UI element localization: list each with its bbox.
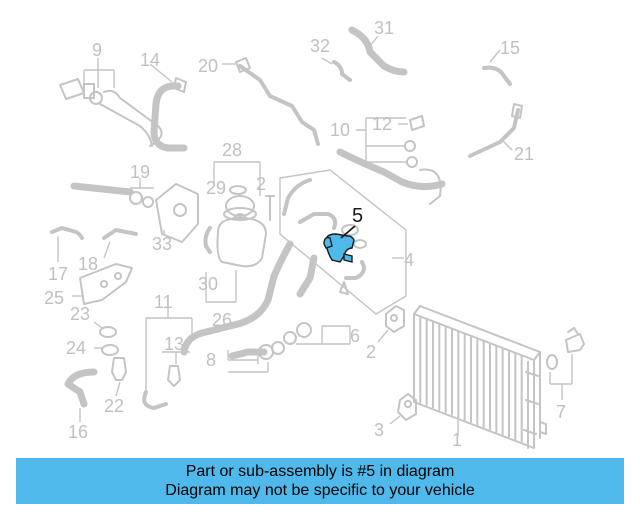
callout-26: 26	[212, 310, 232, 330]
leader-22	[115, 381, 121, 397]
part-10-hoses	[336, 140, 446, 205]
callout-10: 10	[330, 120, 350, 140]
callout-1: 1	[452, 430, 462, 450]
callout-7: 7	[556, 402, 566, 422]
part-2-bolt-upper	[265, 195, 275, 221]
part-14-hose	[150, 77, 188, 152]
callout-24: 24	[66, 338, 86, 358]
part-32-hose	[332, 60, 352, 82]
callout-11: 11	[154, 292, 173, 312]
callout-16: 16	[68, 422, 88, 442]
info-line-disclaimer: Diagram may not be specific to your vehi…	[165, 482, 475, 499]
callout-30: 30	[198, 274, 218, 294]
callout-20: 20	[198, 56, 218, 76]
leader-5	[340, 225, 356, 239]
leader-32	[321, 57, 333, 65]
callout-12: 12	[372, 114, 392, 134]
callout-22: 22	[104, 396, 124, 416]
leader-2-lower	[377, 329, 389, 343]
callout-13: 13	[164, 334, 184, 354]
callout-17: 17	[48, 264, 68, 284]
callout-15: 15	[500, 38, 520, 58]
callout-2-lower: 2	[366, 342, 376, 362]
part-1-radiator	[413, 305, 547, 449]
part-4-assembly-box	[279, 169, 407, 315]
part-30-reservoir	[216, 213, 267, 268]
leader-19	[130, 178, 154, 189]
leader-11	[145, 308, 193, 390]
part-11-hose	[142, 390, 168, 410]
leader-30	[205, 270, 237, 303]
part-7-sensor	[546, 327, 585, 370]
callout-28: 28	[222, 140, 242, 160]
callout-23: 23	[70, 304, 90, 324]
callout-29: 29	[206, 178, 226, 198]
leader-7	[549, 354, 573, 400]
leader-23	[93, 321, 103, 329]
leader-28	[213, 161, 261, 196]
callout-18: 18	[78, 254, 98, 274]
part-18-hose	[102, 228, 138, 240]
parts-diagram: 9 14 20 32 31 15 19 28 29 2 12 10 21 33 …	[44, 18, 585, 450]
callout-2-upper: 2	[256, 174, 266, 194]
callout-5-highlighted: 5	[352, 205, 363, 227]
leader-9	[83, 58, 115, 88]
leader-15	[489, 49, 501, 63]
part-24-clip	[101, 344, 119, 356]
leader-18	[103, 241, 111, 259]
callout-14: 14	[140, 50, 160, 70]
callout-8: 8	[206, 350, 216, 370]
callout-3: 3	[374, 420, 384, 440]
leader-21	[501, 139, 513, 151]
part-3-mount	[397, 393, 417, 421]
leader-10	[356, 117, 406, 163]
part-13-sensor	[167, 365, 181, 387]
callout-4: 4	[404, 250, 414, 270]
part-31-hose	[348, 26, 408, 76]
info-line-part-number: Part or sub-assembly is #5 in diagram	[185, 463, 455, 480]
part-20-pipe	[235, 57, 320, 146]
part-17-hose	[50, 226, 84, 240]
part-hose-30b	[203, 226, 212, 254]
part-23-clip	[99, 326, 117, 338]
part-25-bracket	[79, 263, 133, 305]
callout-9: 9	[92, 40, 102, 60]
part-15-hose	[482, 65, 512, 86]
info-bar: Part or sub-assembly is #5 in diagram Di…	[16, 458, 624, 504]
callout-31: 31	[374, 18, 394, 38]
callout-21: 21	[514, 144, 534, 164]
parts-diagram-svg: 9 14 20 32 31 15 19 28 29 2 12 10 21 33 …	[44, 18, 585, 450]
radiator-fins	[419, 315, 523, 443]
callout-labels: 9 14 20 32 31 15 19 28 29 2 12 10 21 33 …	[44, 18, 566, 450]
part-33-housing	[155, 183, 199, 243]
part-2-bracket-lower	[385, 305, 405, 333]
part-26-hose	[180, 240, 294, 356]
part-19-pipe	[70, 182, 154, 208]
leader-8	[227, 350, 269, 373]
callout-6: 6	[350, 326, 360, 346]
part-6-pipe	[283, 254, 318, 345]
part-29-seal	[229, 185, 247, 195]
part-22-sensor	[111, 357, 127, 381]
callout-19: 19	[130, 162, 150, 182]
part-21-pipe	[468, 103, 523, 158]
leader-3	[389, 415, 401, 425]
part-9-connectors	[59, 78, 163, 147]
leader-6	[296, 325, 351, 345]
callout-25: 25	[44, 288, 64, 308]
part-12-clip	[409, 115, 425, 131]
part-16-hose	[64, 368, 98, 408]
part-28-cap	[223, 195, 257, 221]
leader-14	[149, 63, 173, 83]
part-5-highlighted-hose	[323, 233, 355, 263]
leader-31	[369, 35, 379, 47]
callout-33: 33	[152, 234, 172, 254]
callout-32: 32	[310, 36, 330, 56]
